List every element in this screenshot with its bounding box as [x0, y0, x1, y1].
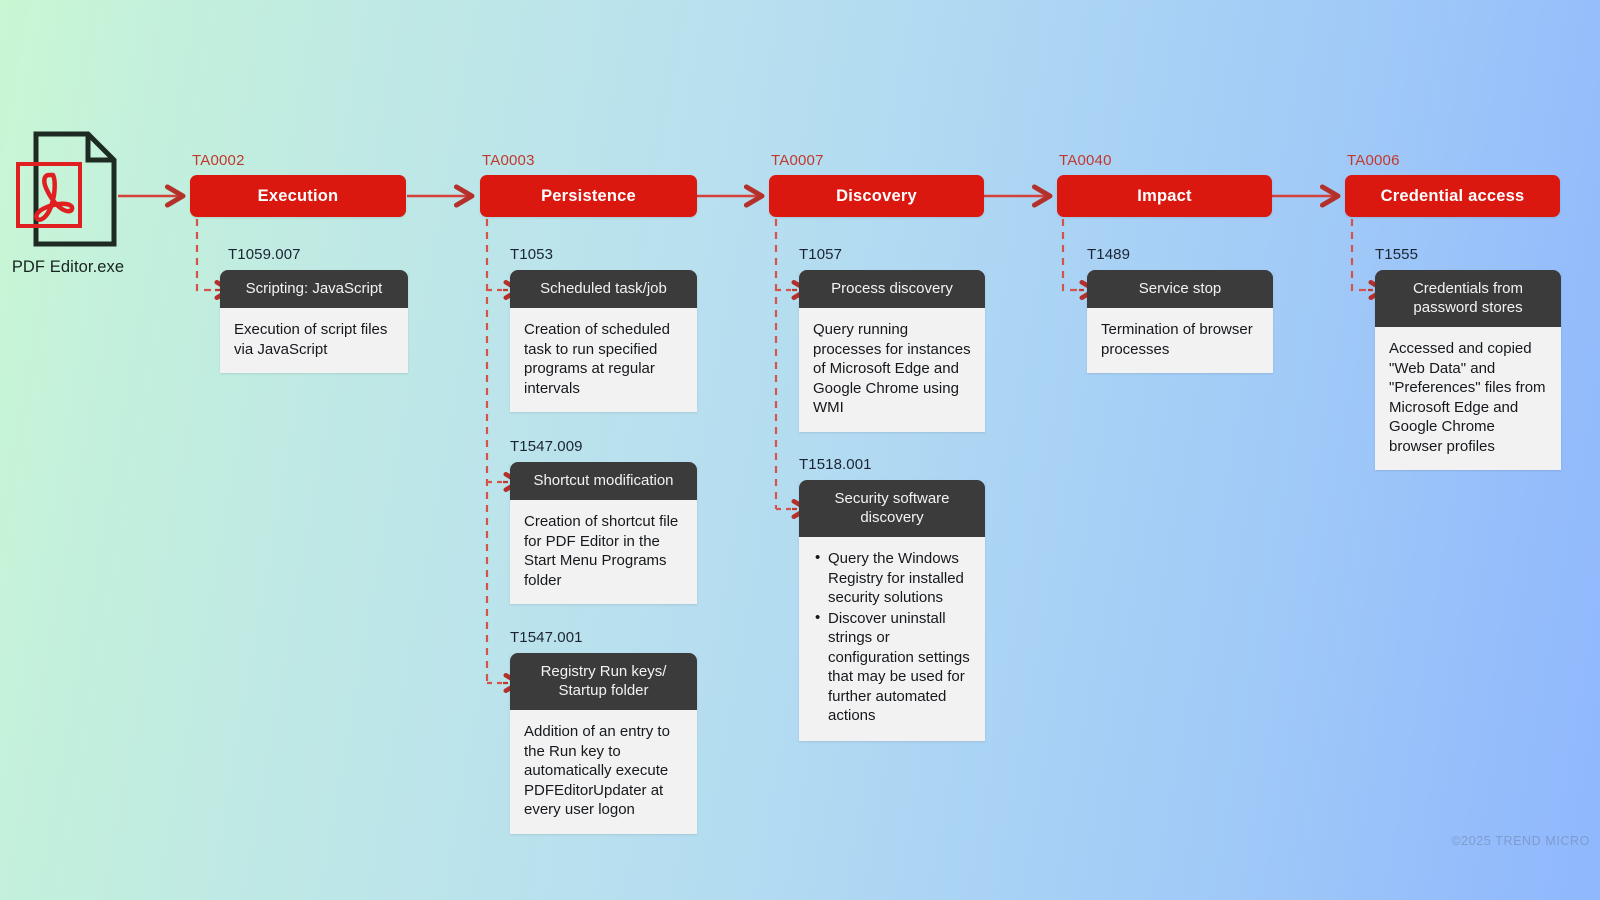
technique-card-t1489[interactable]: Service stop Termination of browser proc… [1087, 270, 1273, 374]
technique-body-t1059-007: Execution of script files via JavaScript [220, 308, 408, 374]
technique-id-t1059-007: T1059.007 [228, 246, 301, 263]
technique-body-t1547-001: Addition of an entry to the Run key to a… [510, 710, 697, 834]
technique-card-t1057[interactable]: Process discovery Query running processe… [799, 270, 985, 432]
technique-title-t1053: Scheduled task/job [510, 270, 697, 309]
tactic-id-ta0003: TA0003 [482, 152, 535, 169]
technique-id-t1057: T1057 [799, 246, 843, 263]
technique-id-t1053: T1053 [510, 246, 554, 263]
technique-card-t1547-009[interactable]: Shortcut modification Creation of shortc… [510, 462, 697, 605]
tactic-box-credential-access[interactable]: Credential access [1345, 175, 1560, 217]
technique-card-t1518-001[interactable]: Security software discovery Query the Wi… [799, 480, 985, 741]
branch-credential-t1555 [1350, 219, 1368, 292]
technique-id-t1547-001: T1547.001 [510, 629, 583, 646]
tactic-id-ta0006: TA0006 [1347, 152, 1400, 169]
technique-title-t1555: Credentials from password stores [1375, 270, 1561, 328]
technique-body-t1547-009: Creation of shortcut file for PDF Editor… [510, 500, 697, 605]
technique-card-t1059-007[interactable]: Scripting: JavaScript Execution of scrip… [220, 270, 408, 374]
tactic-box-impact[interactable]: Impact [1057, 175, 1272, 217]
technique-body-t1518-001: Query the Windows Registry for installed… [799, 537, 985, 741]
technique-body-t1053: Creation of scheduled task to run specif… [510, 308, 697, 413]
tactic-box-persistence[interactable]: Persistence [480, 175, 697, 217]
tactic-label-execution: Execution [257, 186, 339, 205]
source-file-node: PDF Editor.exe [8, 130, 128, 277]
technique-card-t1555[interactable]: Credentials from password stores Accesse… [1375, 270, 1561, 471]
technique-id-t1518-001: T1518.001 [799, 456, 872, 473]
technique-title-t1547-001: Registry Run keys/ Startup folder [510, 653, 697, 711]
technique-bullet-list-t1518-001: Query the Windows Registry for installed… [813, 548, 971, 726]
tactic-label-impact: Impact [1137, 186, 1192, 205]
technique-title-t1547-009: Shortcut modification [510, 462, 697, 501]
branch-impact-t1489 [1061, 219, 1079, 292]
technique-card-t1053[interactable]: Scheduled task/job Creation of scheduled… [510, 270, 697, 413]
list-item: Query the Windows Registry for installed… [815, 548, 971, 608]
technique-body-t1555: Accessed and copied "Web Data" and "Pref… [1375, 327, 1561, 471]
technique-id-t1555: T1555 [1375, 246, 1419, 263]
technique-title-t1059-007: Scripting: JavaScript [220, 270, 408, 309]
copyright-watermark: ©2025 TREND MICRO [1451, 834, 1590, 848]
tactic-id-ta0002: TA0002 [192, 152, 245, 169]
tactic-id-ta0007: TA0007 [771, 152, 824, 169]
technique-body-t1489: Termination of browser processes [1087, 308, 1273, 374]
branch-execution-t1059 [195, 219, 213, 292]
tactic-label-persistence: Persistence [541, 186, 636, 205]
tactic-label-credential-access: Credential access [1380, 186, 1525, 205]
technique-title-t1518-001: Security software discovery [799, 480, 985, 538]
technique-body-t1057: Query running processes for instances of… [799, 308, 985, 432]
technique-card-t1547-001[interactable]: Registry Run keys/ Startup folder Additi… [510, 653, 697, 834]
source-file-label: PDF Editor.exe [11, 258, 125, 276]
tactic-id-ta0040: TA0040 [1059, 152, 1112, 169]
technique-title-t1489: Service stop [1087, 270, 1273, 309]
technique-id-t1489: T1489 [1087, 246, 1131, 263]
tactic-box-execution[interactable]: Execution [190, 175, 406, 217]
technique-id-t1547-009: T1547.009 [510, 438, 583, 455]
technique-title-t1057: Process discovery [799, 270, 985, 309]
tactic-label-discovery: Discovery [836, 186, 917, 205]
list-item: Discover uninstall strings or configurat… [815, 608, 971, 726]
tactic-box-discovery[interactable]: Discovery [769, 175, 984, 217]
pdf-document-icon [16, 131, 117, 247]
